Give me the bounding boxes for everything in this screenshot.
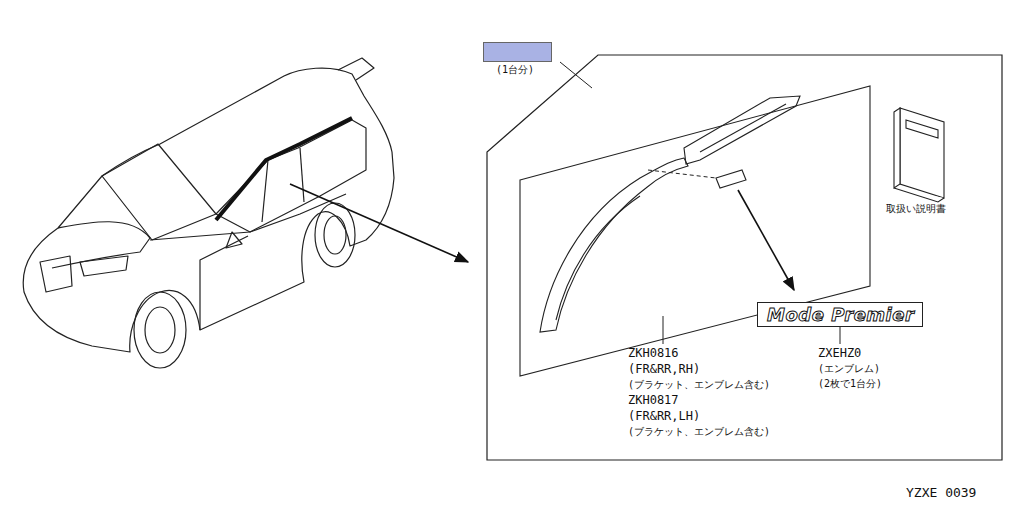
part-number: ZKH0817 [628,394,679,408]
leader-line [560,62,592,88]
part-note: (FR&RR,LH) [628,410,700,424]
drawing-part [716,170,746,188]
drawing-part [684,96,800,164]
drawing-part [200,236,248,330]
dashed-leader [648,170,716,178]
manual-label: 取扱い説明書 [886,203,946,215]
figure-code: YZXE 0039 [906,486,976,501]
part-number: ZKH0816 [628,347,679,361]
parts-panel [487,55,1002,460]
drawing-part [80,256,128,276]
drawing-part [300,148,304,202]
drawing-part [134,292,186,368]
drawing-part [894,108,900,188]
drawing-part [52,222,150,268]
leader-line [663,316,664,344]
pointer-arrow [738,190,794,290]
part-note: (FR&RR,RH) [628,363,700,377]
leader-line [840,327,841,344]
drawing-part [700,104,786,152]
drawing-part [40,256,72,292]
drawing-part [226,232,242,248]
drawing-part [900,108,944,198]
drawing-part [338,58,374,80]
drawing-part [906,120,938,138]
drawing-part [262,160,268,222]
drawing-part [102,144,216,240]
visor-mark [216,118,352,220]
quantity-note: (1台分) [496,64,534,76]
drawing-part [315,203,355,267]
emblem-box: Mode Premier [757,302,923,327]
visor-drawing [540,96,800,332]
drawing-part [540,158,688,332]
drawing-part [894,188,944,202]
drawing-part [216,120,366,232]
car-drawing [23,58,394,368]
pointer-arrow [290,184,468,262]
part-number: ZXEHZ0 [818,347,861,361]
manual-drawing [894,108,944,202]
part-note: (ブラケット、エンブレム含む) [628,379,770,391]
drawing-part [150,194,346,240]
quantity-tag: (1台分) [483,42,552,62]
drawing-part [23,68,394,352]
part-note: (エンブレム) [818,363,880,375]
part-note: (2枚で1台分) [818,378,882,390]
part-note: (ブラケット、エンブレム含む) [628,426,770,438]
drawing-part [145,307,175,353]
drawing-part [324,216,346,254]
drawing-part [556,196,640,320]
visor-group-box [520,86,870,376]
emblem-text: Mode Premier [767,306,914,324]
